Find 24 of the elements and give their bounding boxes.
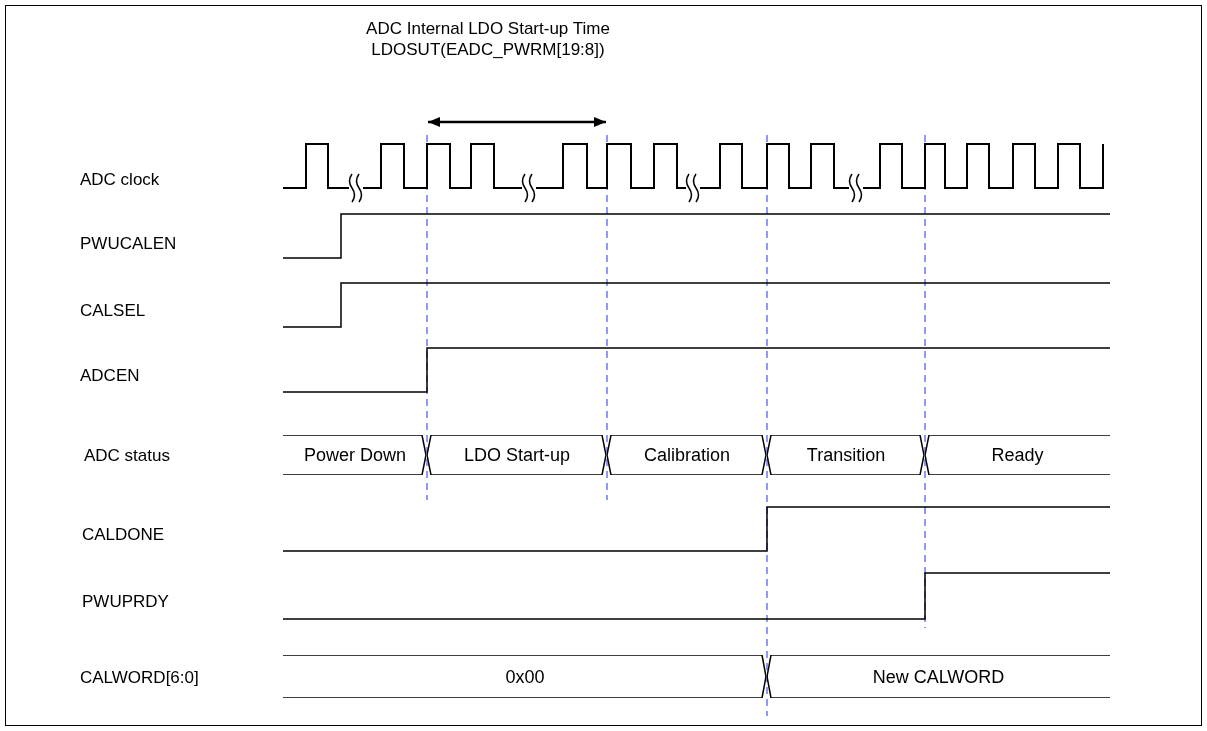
signal-name: ADCEN bbox=[80, 366, 140, 386]
annotation-text: LDOSUT(EADC_PWRM[19:8]) bbox=[370, 40, 606, 60]
bus-value: Ready bbox=[990, 444, 1045, 466]
bus-value: Calibration bbox=[642, 444, 731, 466]
bus-value: LDO Start-up bbox=[462, 444, 571, 466]
signal-name: CALDONE bbox=[82, 525, 165, 545]
signal-name: CALWORD[6:0] bbox=[80, 668, 199, 688]
bus-value: Transition bbox=[805, 444, 887, 466]
bus-value: New CALWORD bbox=[871, 666, 1006, 687]
signal-name: ADC clock bbox=[80, 170, 160, 190]
bus-value-segment bbox=[925, 435, 1110, 475]
signal-name: CALSEL bbox=[80, 301, 146, 321]
bus-value-segment bbox=[607, 435, 767, 475]
bus-value-segment bbox=[427, 435, 607, 475]
bus-value-segment bbox=[767, 655, 1110, 698]
bus-value-segment bbox=[767, 435, 925, 475]
signal-name: PWUPRDY bbox=[82, 592, 169, 612]
signal-name: PWUCALEN bbox=[80, 234, 177, 254]
bus-value-segment bbox=[283, 435, 427, 475]
signal-name: ADC status bbox=[84, 446, 170, 466]
bus-value: 0x00 bbox=[504, 666, 546, 687]
bus-value: Power Down bbox=[302, 444, 407, 466]
annotation-text: ADC Internal LDO Start-up Time bbox=[365, 19, 611, 39]
bus-value-segment bbox=[283, 655, 767, 698]
